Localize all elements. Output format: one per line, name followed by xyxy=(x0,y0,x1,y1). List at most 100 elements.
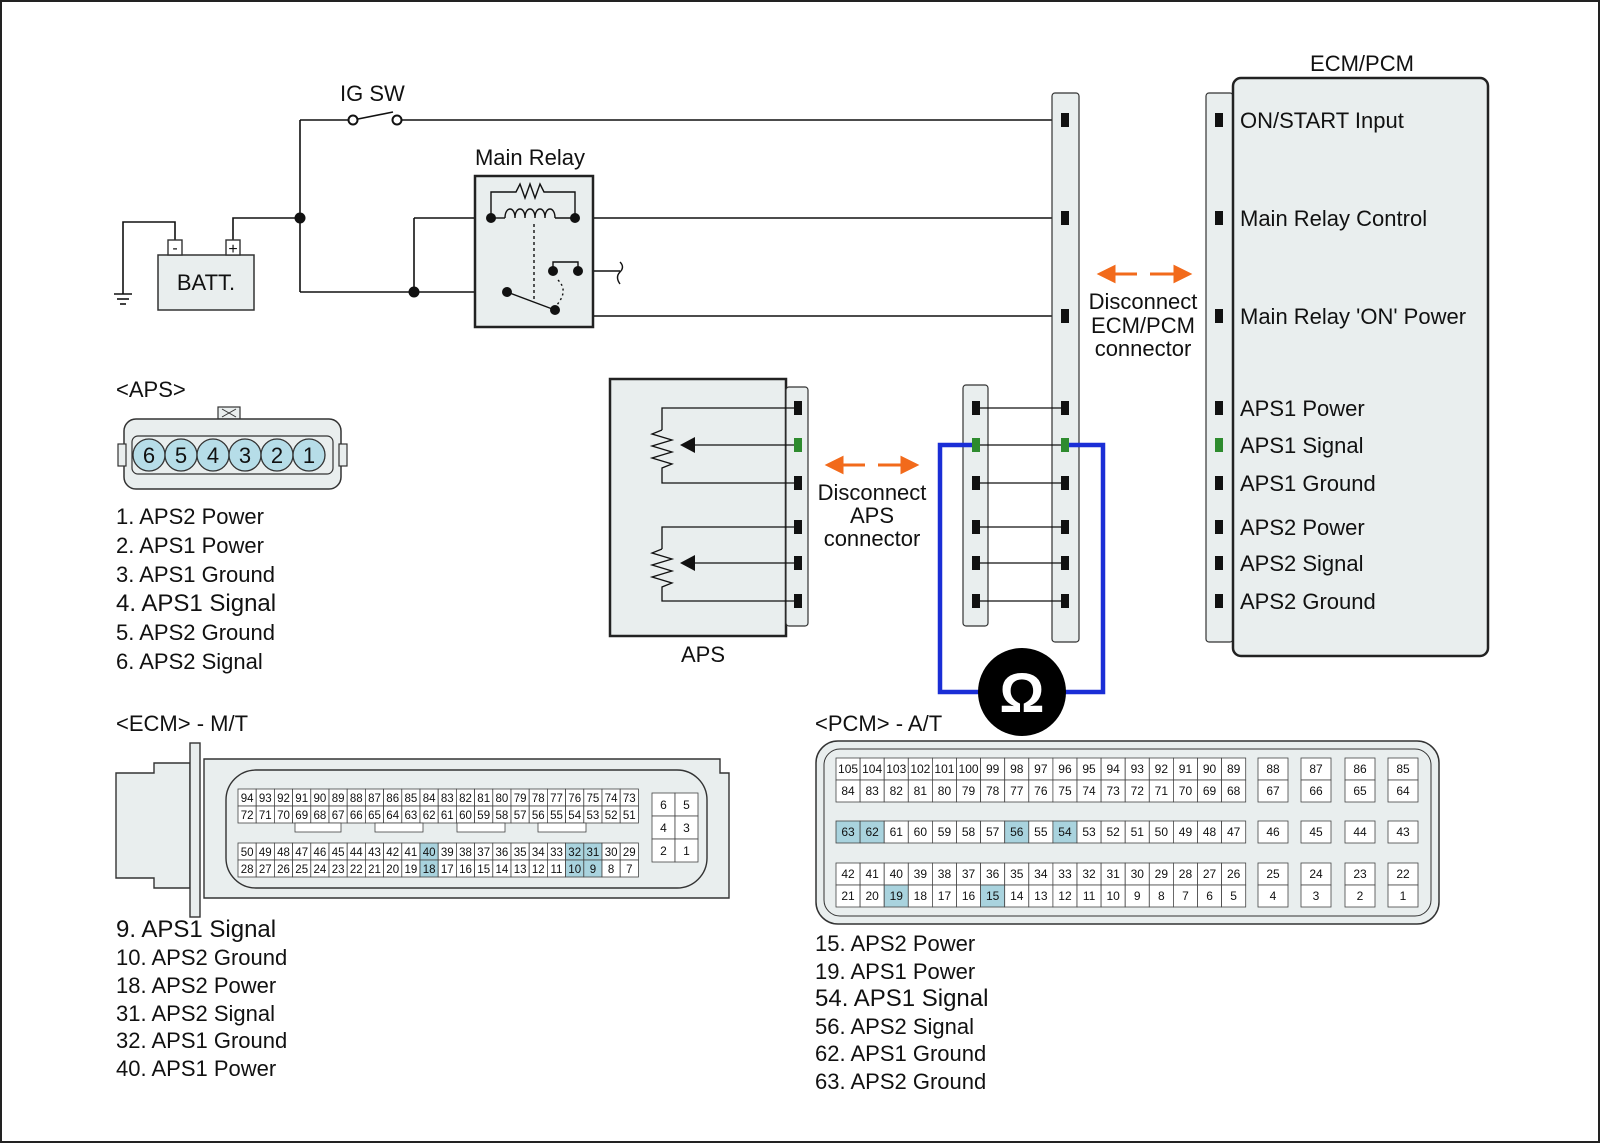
ecm-pin-number: 63 xyxy=(405,810,418,822)
pcm-right-pin-number: 66 xyxy=(1309,784,1323,798)
ecm-pin-number: 7 xyxy=(626,864,632,876)
harness-pin xyxy=(1061,401,1069,415)
ecm-pin-number: 20 xyxy=(386,864,399,876)
ecm-pin-item: 31. APS2 Signal xyxy=(116,1001,275,1026)
pcm-pin-number: 13 xyxy=(1034,889,1048,903)
ecm-pin-number: 47 xyxy=(295,847,308,859)
pcm-right-pin-number: 46 xyxy=(1266,825,1280,839)
ecm-pin-number: 26 xyxy=(277,864,290,876)
ecm-pin-number: 72 xyxy=(241,810,254,822)
ecm-pin-number: 13 xyxy=(514,864,527,876)
pcm-pin-number: 38 xyxy=(938,867,952,881)
pcm-pin-number: 49 xyxy=(1179,825,1193,839)
pcm-pin-number: 55 xyxy=(1034,825,1048,839)
aps-pin-number: 2 xyxy=(271,443,283,468)
ecm-pin-number: 28 xyxy=(241,864,254,876)
aps-pin-circle xyxy=(292,438,326,472)
disconnect-ecm-line2: ECM/PCM xyxy=(1091,313,1195,338)
pcm-pin-number: 20 xyxy=(865,889,879,903)
pcm-pin-number: 91 xyxy=(1179,762,1193,776)
aps-pin-item: 5. APS2 Ground xyxy=(116,620,275,645)
disconnect-aps-line1: Disconnect xyxy=(818,480,927,505)
pcm-pin-number: 76 xyxy=(1034,784,1048,798)
ecm-pin-number: 78 xyxy=(532,793,545,805)
pcm-pin-number: 62 xyxy=(865,825,879,839)
ecm-pcm-pin xyxy=(1215,438,1223,452)
ohmmeter-icon xyxy=(978,648,1066,736)
pcm-right-pin-number: 25 xyxy=(1266,867,1280,881)
aps-box-pin xyxy=(794,594,802,608)
meter-leads xyxy=(937,442,1106,695)
pcm-pin-number: 19 xyxy=(890,889,904,903)
ecm-side-pin-number: 4 xyxy=(660,821,667,835)
ecm-pin-number: 56 xyxy=(532,810,545,822)
ecm-pin-number: 48 xyxy=(277,847,290,859)
ecm-pin-number: 27 xyxy=(259,864,272,876)
ecm-pin-number: 86 xyxy=(386,793,399,805)
pcm-pin-number: 103 xyxy=(886,762,906,776)
pcm-right-pin-number: 22 xyxy=(1396,867,1410,881)
ecm-side-pin-number: 1 xyxy=(683,844,690,858)
ecm-pin-number: 84 xyxy=(423,793,436,805)
pcm-right-pin-cell xyxy=(1300,820,1332,844)
ecm-pin-number: 31 xyxy=(587,847,600,859)
harness-pin xyxy=(1061,113,1069,127)
ecm-pcm-signal: APS1 Power xyxy=(1240,396,1365,421)
pcm-pin-number: 37 xyxy=(962,867,976,881)
pcm-right-pin-number: 87 xyxy=(1309,762,1323,776)
ecm-pin-number: 38 xyxy=(459,847,472,859)
pcm-right-pin-number: 64 xyxy=(1396,784,1410,798)
pcm-pin-number: 40 xyxy=(890,867,904,881)
pcm-pin-number: 31 xyxy=(1106,867,1120,881)
aps-pin-number: 5 xyxy=(175,443,187,468)
harness-pin xyxy=(1061,594,1069,608)
pcm-pin-number: 33 xyxy=(1058,867,1072,881)
pcm-pin-number: 5 xyxy=(1230,889,1237,903)
pcm-pin-number: 7 xyxy=(1182,889,1189,903)
disconnect-aps-arrows xyxy=(824,455,920,475)
ecm-pin-number: 9 xyxy=(590,864,596,876)
ecm-pcm-pin xyxy=(1215,476,1223,490)
ecm-pin-number: 53 xyxy=(587,810,600,822)
ecm-pcm-signal: Main Relay 'ON' Power xyxy=(1240,304,1466,329)
pcm-pin-number: 75 xyxy=(1058,784,1072,798)
pcm-pin-number: 61 xyxy=(890,825,904,839)
ecm-pin-number: 25 xyxy=(295,864,308,876)
harness-pin xyxy=(1061,520,1069,534)
pcm-pin-number: 77 xyxy=(1010,784,1024,798)
pcm-right-pin-number: 24 xyxy=(1309,867,1323,881)
ecm-pin-number: 66 xyxy=(350,810,363,822)
ecm-pin-number: 80 xyxy=(496,793,509,805)
pcm-right-pin-number: 44 xyxy=(1353,825,1367,839)
ecm-pin-number: 15 xyxy=(477,864,490,876)
ecm-pin-number: 42 xyxy=(386,847,399,859)
ecm-side-pin-number: 3 xyxy=(683,821,690,835)
pcm-pin-number: 47 xyxy=(1227,825,1241,839)
ecm-pin-number: 14 xyxy=(496,864,509,876)
pcm-right-pin-cell xyxy=(1300,884,1332,908)
ecm-pin-number: 88 xyxy=(350,793,363,805)
ecm-pin-number: 24 xyxy=(314,864,327,876)
ecm-pin-number: 29 xyxy=(623,847,636,859)
pcm-pin-number: 58 xyxy=(962,825,976,839)
pcm-pin-number: 104 xyxy=(862,762,882,776)
pcm-right-pin-cell xyxy=(1387,820,1419,844)
ecm-pin-number: 60 xyxy=(459,810,472,822)
pcm-pin-number: 101 xyxy=(934,762,954,776)
pcm-pin-number: 81 xyxy=(914,784,928,798)
ecm-pin-number: 89 xyxy=(332,793,345,805)
pcm-right-pin-number: 65 xyxy=(1353,784,1367,798)
aps-pin-item: 1. APS2 Power xyxy=(116,504,264,529)
ecm-pin-number: 81 xyxy=(477,793,490,805)
aps-box-pin xyxy=(794,476,802,490)
pcm-right-pin-cell xyxy=(1257,779,1289,803)
ecm-pcm-signal: APS2 Signal xyxy=(1240,551,1364,576)
ecm-pin-number: 19 xyxy=(405,864,418,876)
ecm-pin-number: 49 xyxy=(259,847,272,859)
ecm-side-pin-cell xyxy=(674,838,699,863)
ecm-pin-number: 34 xyxy=(532,847,545,859)
pcm-pin-number: 12 xyxy=(1058,889,1072,903)
wiper-arrow-icon xyxy=(680,437,695,453)
